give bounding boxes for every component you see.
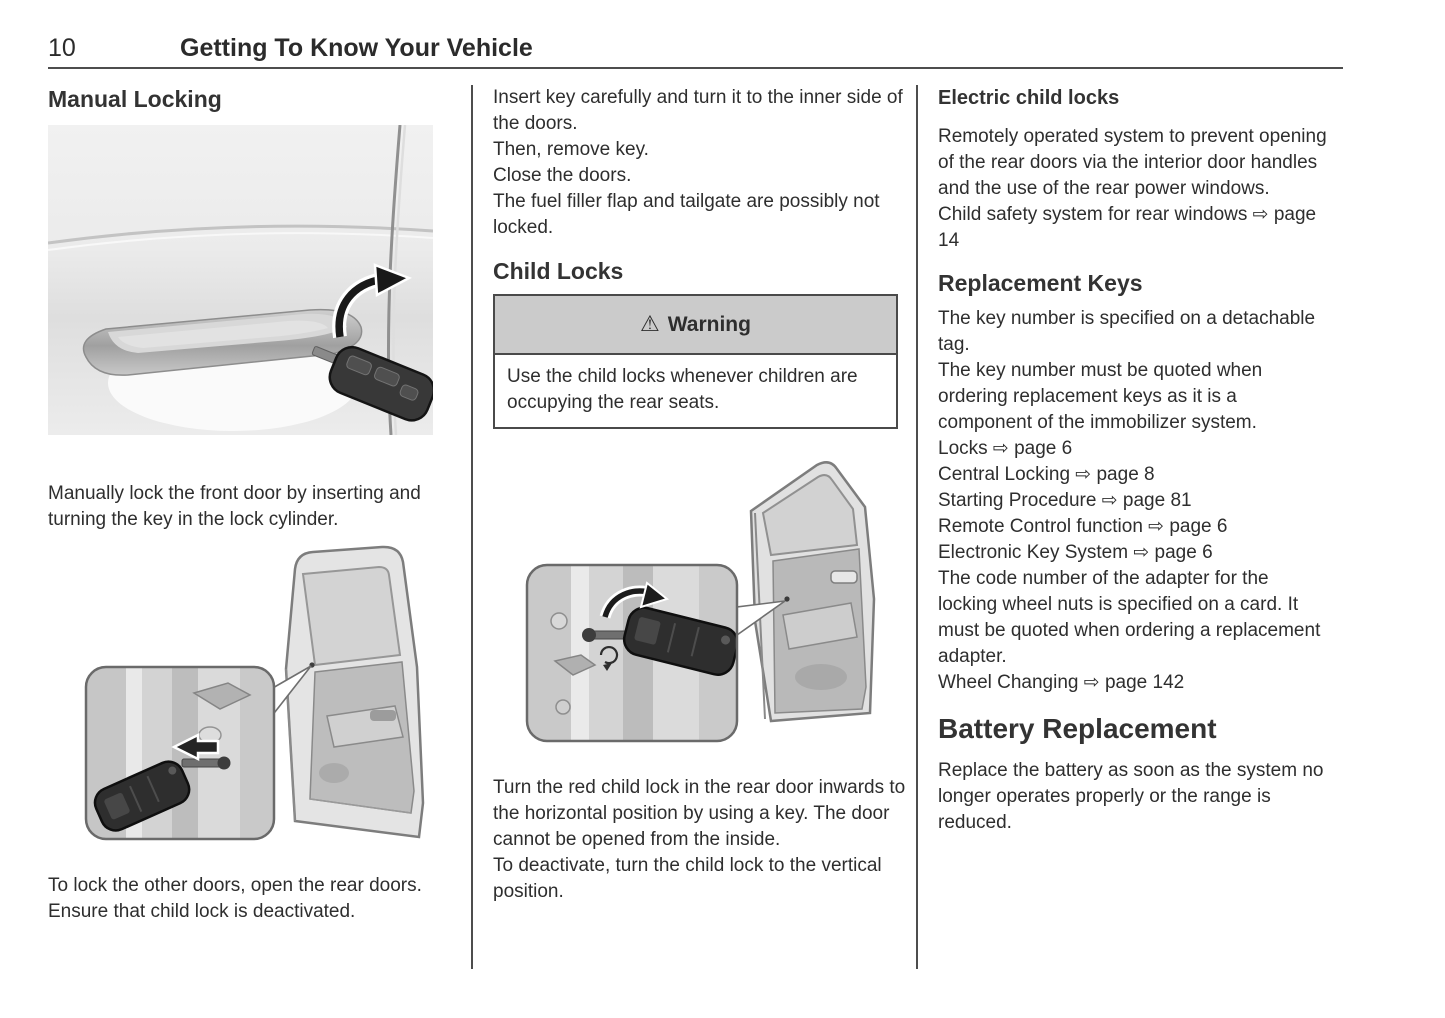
warning-triangle-icon: ⚠ xyxy=(640,311,660,336)
child-lock-callout xyxy=(525,563,739,743)
rear-door-child-lock-illustration xyxy=(525,461,876,743)
insert-key-line: Insert key carefully and turn it to the … xyxy=(493,87,903,134)
wheel-changing-page-ref: Wheel Changing ⇨ page 142 xyxy=(938,672,1185,693)
lock-cylinder-callout xyxy=(84,665,276,841)
header-rule xyxy=(48,67,1343,69)
starting-procedure-page-ref: Starting Procedure ⇨ page 81 xyxy=(938,490,1192,511)
rotate-key-icon xyxy=(599,646,619,671)
manual-locking-paragraph: Manually lock the front door by insertin… xyxy=(48,483,421,530)
close-doors-line: Close the doors. xyxy=(493,165,632,186)
electric-child-locks-paragraph: Remotely operated system to prevent open… xyxy=(938,126,1327,199)
child-safety-page-ref: Child safety system for rear windows ⇨ p… xyxy=(938,204,1317,251)
page-header: 10 Getting To Know Your Vehicle xyxy=(48,34,1343,66)
key-number-quote-line: The key number must be quoted when order… xyxy=(938,360,1263,433)
turn-arrow-icon xyxy=(332,263,413,339)
key-fob xyxy=(622,606,737,676)
electronic-key-page-ref: Electronic Key System ⇨ page 6 xyxy=(938,542,1213,563)
door-handle xyxy=(82,308,363,376)
section-heading-replacement-keys: Replacement Keys xyxy=(938,270,1143,296)
key-fob xyxy=(311,345,433,422)
section-heading-child-locks: Child Locks xyxy=(493,258,624,284)
open-rear-door xyxy=(749,461,876,723)
battery-replacement-paragraph: Replace the battery as soon as the syste… xyxy=(938,760,1324,833)
warning-body: Use the child locks whenever children ar… xyxy=(507,366,858,413)
section-heading-battery-replacement: Battery Replacement xyxy=(938,713,1217,744)
remote-control-page-ref: Remote Control function ⇨ page 6 xyxy=(938,516,1228,537)
wheel-nut-adapter-line: The code number of the adapter for the l… xyxy=(938,568,1321,667)
central-locking-page-ref: Central Locking ⇨ page 8 xyxy=(938,464,1155,485)
locks-page-ref: Locks ⇨ page 6 xyxy=(938,438,1073,459)
child-lock-activate-paragraph: Turn the red child lock in the rear door… xyxy=(493,777,906,850)
chapter-title: Getting To Know Your Vehicle xyxy=(180,34,533,62)
column-divider-left xyxy=(471,85,473,969)
push-arrow-icon xyxy=(171,732,220,762)
warning-box: ⚠ Warning Use the child locks whenever ch… xyxy=(493,294,898,429)
warning-header: ⚠ Warning xyxy=(495,296,896,355)
other-doors-paragraph: To lock the other doors, open the rear d… xyxy=(48,875,422,922)
middle-column: Insert key carefully and turn it to the … xyxy=(493,85,917,905)
right-column: Electric child locks Remotely operated s… xyxy=(938,85,1328,836)
section-heading-manual-locking: Manual Locking xyxy=(48,86,222,112)
page-number: 10 xyxy=(48,34,76,62)
turn-arrow-icon xyxy=(599,581,670,619)
key-fob xyxy=(93,760,191,832)
door-handle-key-illustration xyxy=(48,125,433,435)
warning-title: Warning xyxy=(667,313,751,336)
front-door-lock-cylinder-illustration xyxy=(84,545,425,841)
section-heading-electric-child-locks: Electric child locks xyxy=(938,87,1120,109)
column-divider-right xyxy=(916,85,918,969)
key-number-tag-line: The key number is specified on a detacha… xyxy=(938,308,1316,355)
left-column: Manual Locking xyxy=(48,85,446,925)
open-front-door xyxy=(284,545,425,839)
fuel-flap-line: The fuel filler flap and tailgate are po… xyxy=(493,191,880,238)
child-lock-deactivate-paragraph: To deactivate, turn the child lock to th… xyxy=(493,855,882,902)
remove-key-line: Then, remove key. xyxy=(493,139,649,160)
